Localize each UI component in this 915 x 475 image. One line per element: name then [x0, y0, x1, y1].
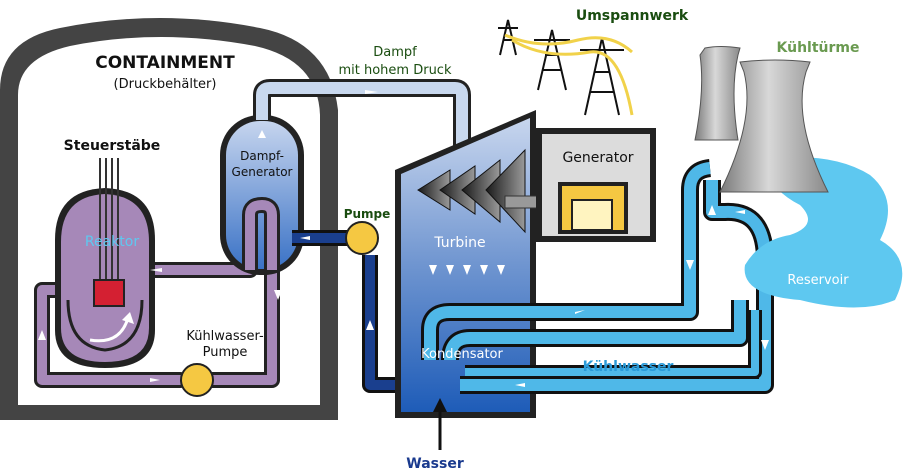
coolant-pump [180, 363, 214, 397]
reservoir [744, 157, 903, 308]
label-cooling-towers: Kühltürme [777, 40, 860, 56]
label-pump: Pumpe [344, 207, 391, 221]
label-condenser: Kondensator [421, 347, 503, 362]
turbine-blades [417, 148, 526, 234]
label-coolant-pump-2: Pumpe [203, 345, 248, 360]
label-containment: CONTAINMENT [95, 53, 235, 73]
label-coolant-pump-1: Kühlwasser- [186, 329, 264, 344]
feed-pump [345, 221, 379, 255]
label-containment-sub: (Druckbehälter) [114, 77, 217, 92]
label-steam-generator-2: Generator [232, 165, 293, 179]
water-inlet-arrow [433, 398, 447, 450]
reactor-core [93, 279, 125, 307]
label-steam-2: mit hohem Druck [338, 63, 451, 78]
label-control-rods: Steuerstäbe [64, 138, 161, 154]
label-water: Wasser [406, 456, 464, 472]
label-generator: Generator [562, 150, 633, 166]
label-steam-1: Dampf [373, 45, 417, 60]
label-substation: Umspannwerk [576, 8, 689, 24]
cooling-water-loop [421, 159, 774, 394]
label-turbine: Turbine [433, 235, 485, 251]
label-steam-generator-1: Dampf- [240, 149, 284, 163]
label-reactor: Reaktor [85, 234, 139, 250]
reactor-flow-arrow [89, 317, 130, 343]
steam-generator [220, 115, 304, 275]
arrow-head [122, 312, 134, 324]
flow-arrows [38, 90, 769, 387]
label-cooling-water: Kühlwasser [583, 359, 674, 375]
cooling-towers [694, 46, 829, 193]
generator [536, 128, 656, 242]
power-pylons [498, 19, 634, 116]
control-rods [99, 158, 119, 296]
steam-pipe [253, 79, 471, 150]
label-reservoir: Reservoir [787, 273, 849, 288]
